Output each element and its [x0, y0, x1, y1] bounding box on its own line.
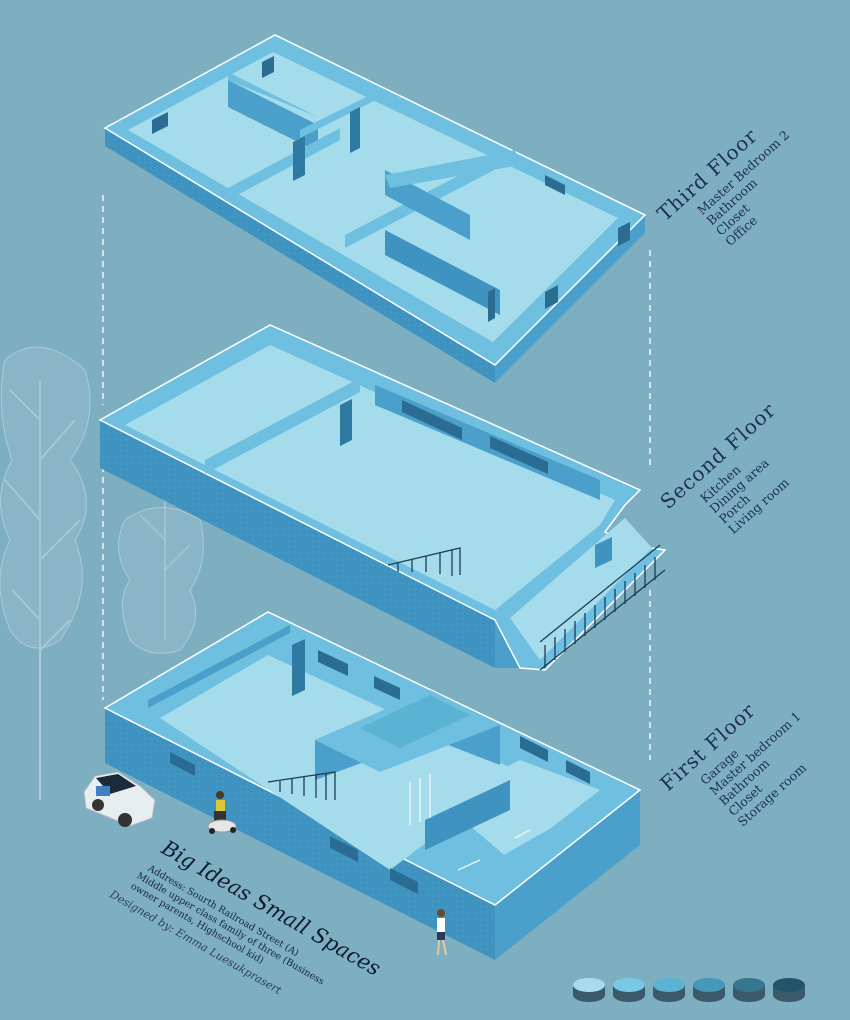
dashed-guide-lines [102, 195, 651, 760]
color-palette [573, 978, 805, 1002]
first-floor-label: First Floor Garage Master bedroom 1 Bath… [655, 698, 809, 829]
palette-swatch [773, 978, 805, 1002]
palette-swatch [613, 978, 645, 1002]
staircase-first [267, 771, 336, 800]
staircase [387, 547, 461, 576]
palette-swatch [733, 978, 765, 1002]
second-floor-label: Second Floor Kitchen Dining area Porch L… [655, 398, 792, 537]
second-floor-model [98, 324, 667, 671]
third-floor-label: Third Floor Master Bedroom 2 Bathroom Cl… [652, 123, 792, 249]
porch-railing [539, 544, 666, 671]
palette-swatch [693, 978, 725, 1002]
palette-swatch [573, 978, 605, 1002]
tree-silhouettes [0, 346, 204, 800]
glass-doors [409, 774, 531, 871]
palette-swatch [653, 978, 685, 1002]
third-floor-model [103, 34, 647, 383]
scooter-rider [207, 791, 237, 834]
first-floor-model [103, 611, 642, 960]
car-illustration [83, 771, 156, 827]
pedestrian [437, 909, 447, 956]
